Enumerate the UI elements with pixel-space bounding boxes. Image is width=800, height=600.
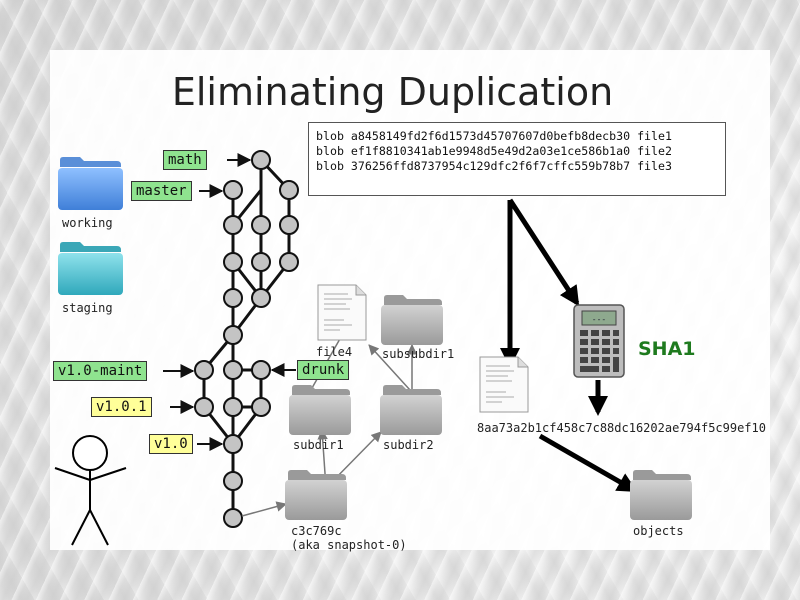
commit-node — [279, 215, 299, 235]
commit-node — [223, 397, 243, 417]
folder-icon — [58, 157, 123, 210]
commit-node — [194, 397, 214, 417]
object-hash-label: 8aa73a2b1cf458c7c88dc16202ae794f5c99ef10 — [477, 421, 766, 435]
commit-node — [223, 471, 243, 491]
tag-label-v10: v1.0 — [149, 434, 193, 454]
file4-label: file4 — [316, 345, 353, 359]
commit-node — [279, 180, 299, 200]
tag-label-v101: v1.0.1 — [91, 397, 152, 417]
commit-node — [251, 150, 271, 170]
blob-list-box: blob a8458149fd2f6d1573d45707607d0befb8d… — [308, 122, 726, 196]
commit-graph-edges — [202, 158, 291, 518]
folder-icon — [630, 470, 692, 520]
calculator-display: --- — [592, 315, 606, 324]
folder-icon — [381, 295, 443, 345]
subsubdir1-label: subsubdir1 — [382, 347, 455, 361]
branch-label-math: math — [163, 150, 207, 170]
calculator-icon: --- — [573, 304, 625, 378]
sha1-label: SHA1 — [638, 338, 696, 360]
tree-alias-label: (aka snapshot-0) — [291, 538, 407, 552]
blob-line: blob ef1f8810341ab1e9948d5e49d2a03e1ce58… — [316, 144, 672, 158]
document-icon — [479, 356, 529, 413]
user-stick-figure-icon — [54, 435, 127, 546]
blob-line: blob a8458149fd2f6d1573d45707607d0befb8d… — [316, 129, 672, 143]
commit-node — [194, 360, 214, 380]
commit-node — [223, 360, 243, 380]
subdir1-label: subdir1 — [293, 438, 344, 452]
commit-node — [223, 215, 243, 235]
staging-label: staging — [62, 301, 113, 315]
objects-label: objects — [633, 524, 684, 538]
commit-node — [223, 325, 243, 345]
subdir2-label: subdir2 — [383, 438, 434, 452]
commit-node — [223, 288, 243, 308]
branch-label-maint: v1.0-maint — [53, 361, 148, 381]
folder-icon — [285, 470, 347, 520]
document-icon — [317, 284, 367, 341]
commit-node — [251, 360, 271, 380]
commit-node — [279, 252, 299, 272]
branch-label-drunk: drunk — [297, 360, 350, 380]
folder-icon — [380, 385, 442, 435]
folder-icon — [58, 242, 123, 295]
commit-node — [223, 434, 243, 454]
blob-line: blob 376256ffd8737954c129dfc2f6f7cffc559… — [316, 159, 672, 173]
commit-node — [251, 215, 271, 235]
branch-label-master: master — [131, 181, 192, 201]
commit-node — [251, 252, 271, 272]
commit-node — [223, 180, 243, 200]
slide-title: Eliminating Duplication — [171, 70, 614, 114]
commit-node — [223, 252, 243, 272]
commit-node — [251, 288, 271, 308]
working-label: working — [62, 216, 113, 230]
folder-icon — [289, 385, 351, 435]
commit-nodes — [194, 150, 299, 528]
ref-arrows — [163, 153, 296, 451]
tree-hash-label: c3c769c — [291, 524, 342, 538]
commit-node — [251, 397, 271, 417]
hash-flow-arrows — [500, 198, 638, 493]
commit-node — [223, 508, 243, 528]
